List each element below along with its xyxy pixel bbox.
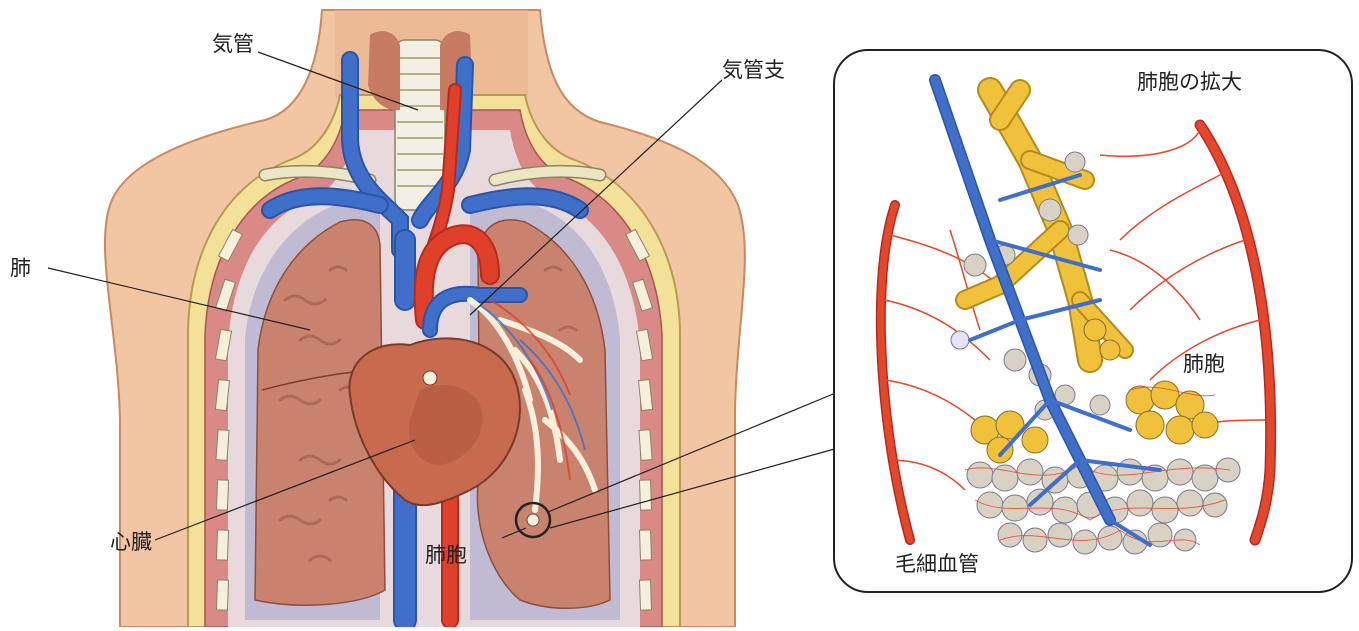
label-alveolus: 肺胞 [425, 545, 467, 566]
inset-label-alveolus: 肺胞 [1183, 354, 1225, 375]
inset-label-capillary: 毛細血管 [895, 554, 979, 575]
inset-panel [834, 50, 1352, 592]
label-trachea: 気管 [212, 34, 254, 55]
label-bronchus: 気管支 [722, 60, 785, 81]
torso-illustration [105, 10, 745, 627]
inset-title: 肺胞の拡大 [1137, 72, 1242, 93]
label-lung: 肺 [10, 258, 31, 279]
label-heart: 心臓 [110, 532, 152, 553]
